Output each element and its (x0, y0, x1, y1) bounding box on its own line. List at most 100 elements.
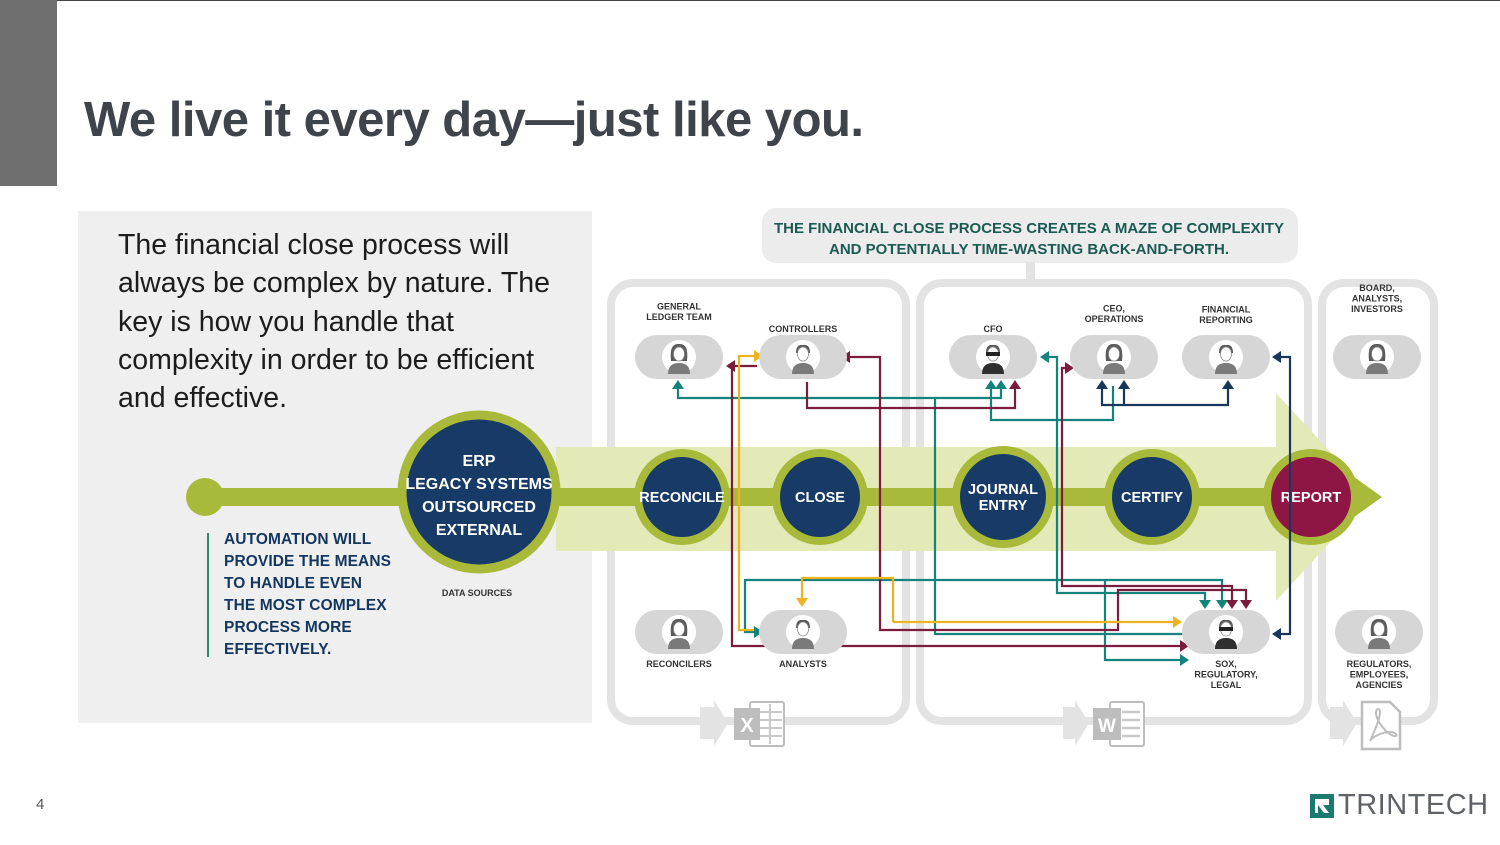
word-badge (1093, 708, 1121, 740)
automation-line: PROVIDE THE MEANS (224, 553, 392, 570)
step-label: CERTIFY (1121, 490, 1183, 506)
connector-teal (989, 386, 1115, 422)
person-ceo: CEO,OPERATIONS (1070, 304, 1158, 379)
step-circle (1104, 449, 1200, 545)
frame-arrow-2 (1063, 700, 1089, 746)
step-label: CLOSE (795, 490, 845, 506)
page-number: 4 (36, 796, 45, 813)
person-body (1368, 638, 1390, 649)
person-label: SOX, (1215, 659, 1237, 669)
person-body (1366, 363, 1388, 374)
connector-teal (743, 578, 1183, 662)
person-body (1215, 638, 1237, 649)
top-rule (0, 0, 1500, 1)
side-tab (0, 0, 57, 186)
connector-arrows (676, 354, 1292, 662)
person-label: ANALYSTS (779, 659, 827, 669)
step-reconcile: RECONCILE (634, 449, 730, 545)
person-cfo: CFO (949, 324, 1037, 379)
connector-maroon (1060, 366, 1234, 602)
arrowhead (985, 380, 997, 389)
step-label: REPORT (1281, 490, 1342, 506)
person-icon (982, 344, 1004, 374)
connector-teal (676, 386, 1003, 400)
step-label: JOURNAL (968, 482, 1038, 498)
arrowhead (1009, 380, 1021, 389)
person-label: GENERAL (657, 302, 702, 312)
person-label: FINANCIAL (1202, 305, 1251, 315)
acrobat-icon (1369, 708, 1398, 742)
main-line-arrowhead (1350, 474, 1382, 520)
arrowhead (1199, 600, 1211, 609)
person-label: CFO (984, 324, 1003, 334)
arrowhead (726, 360, 735, 372)
logo-wordmark: TRINTECH (1338, 789, 1489, 821)
person-icon (1366, 343, 1388, 374)
person-face (1108, 346, 1120, 362)
connector-navy (1278, 355, 1292, 636)
trintech-logo-icon (1310, 793, 1334, 818)
person-label: CONTROLLERS (769, 324, 838, 334)
person-board: BOARD,ANALYSTS,INVESTORS (1333, 283, 1421, 379)
data-sources-label: DATA SOURCES (442, 588, 512, 598)
excel-letter: X (740, 715, 754, 737)
arrowhead (1226, 600, 1238, 609)
sunglasses-icon (986, 352, 1000, 356)
connector-teal (1046, 355, 1207, 602)
logo-mark (1315, 798, 1329, 813)
erp-line: EXTERNAL (436, 522, 522, 539)
trintech-logo: TRINTECH (1310, 789, 1489, 821)
step-circle (772, 449, 868, 545)
connector-yellow (800, 576, 895, 622)
person-analysts: ANALYSTS (759, 610, 847, 669)
automation-rule (207, 533, 209, 657)
step-label: ENTRY (979, 498, 1028, 514)
step-report: REPORT (1263, 449, 1359, 545)
arrowhead (754, 626, 763, 638)
banner-line: AND POTENTIALLY TIME-WASTING BACK-AND-FO… (829, 241, 1229, 258)
person-icon (792, 619, 814, 649)
person-label: REPORTING (1199, 315, 1253, 325)
arrowhead (1040, 351, 1049, 363)
arrowhead (1173, 616, 1182, 628)
person-label: AGENCIES (1355, 680, 1402, 690)
connector-teal (933, 398, 1183, 636)
step-circle (952, 446, 1054, 548)
person-label: ANALYSTS, (1352, 294, 1402, 304)
person-face (797, 346, 809, 362)
person-body (668, 363, 690, 374)
connector-arrowheads (672, 350, 1281, 666)
person-body (792, 363, 814, 374)
word-file-icon: W (1093, 701, 1145, 747)
person-face (1373, 621, 1385, 637)
person-body (1103, 363, 1125, 374)
person-label: RECONCILERS (646, 659, 712, 669)
person-face (1220, 346, 1232, 362)
arrowhead (672, 380, 684, 389)
automation-line: PROCESS MORE (224, 619, 352, 636)
person-label: CEO, (1103, 304, 1125, 314)
person-controllers: CONTROLLERS (759, 324, 847, 379)
erp-circle (397, 410, 561, 574)
intro-text: The financial close process will always … (118, 229, 550, 415)
erp-line: LEGACY SYSTEMS (405, 476, 553, 493)
arrowhead (1240, 600, 1252, 609)
person-label: LEGAL (1211, 680, 1242, 690)
person-regulators: REGULATORS,EMPLOYEES,AGENCIES (1335, 610, 1423, 690)
person-body (668, 638, 690, 649)
person-sox: SOX,REGULATORY,LEGAL (1182, 610, 1270, 690)
person-body (1215, 363, 1237, 374)
automation-line: EFFECTIVELY. (224, 641, 332, 658)
person-face (673, 621, 685, 637)
arrowhead (995, 380, 1007, 389)
start-node (186, 478, 224, 516)
step-close: CLOSE (772, 449, 868, 545)
person-body (982, 363, 1004, 374)
person-icon (1368, 618, 1390, 649)
person-label: REGULATORS, (1347, 659, 1412, 669)
word-lines (1122, 710, 1140, 738)
frame-arrow-1 (700, 700, 728, 746)
